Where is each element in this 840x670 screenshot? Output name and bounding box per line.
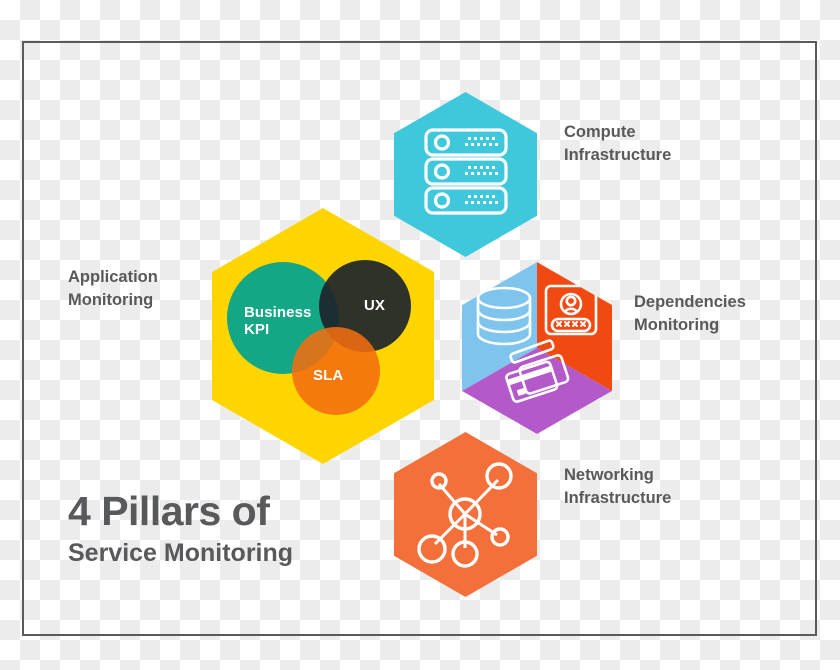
label-dependencies-monitoring: Dependencies Monitoring: [634, 293, 746, 334]
database-icon: [476, 286, 532, 346]
page-subtitle: Service Monitoring: [68, 539, 294, 567]
title-block: 4 Pillars of Service Monitoring: [68, 487, 293, 569]
label-networking-infrastructure: Networking Infrastructure: [564, 466, 672, 507]
border-frame: [22, 41, 817, 636]
label-application-monitoring: Application Monitoring: [68, 268, 158, 309]
label-compute-infrastructure: Compute Infrastructure: [564, 123, 672, 164]
network-nodes-icon: [417, 462, 513, 568]
password-dots: [556, 321, 586, 327]
dependencies-icons: [476, 284, 598, 403]
credit-cards-icon: [505, 339, 570, 403]
server-rack-icon: [424, 128, 508, 215]
page-title: 4 Pillars of: [68, 488, 270, 534]
login-card-icon: [544, 284, 598, 336]
